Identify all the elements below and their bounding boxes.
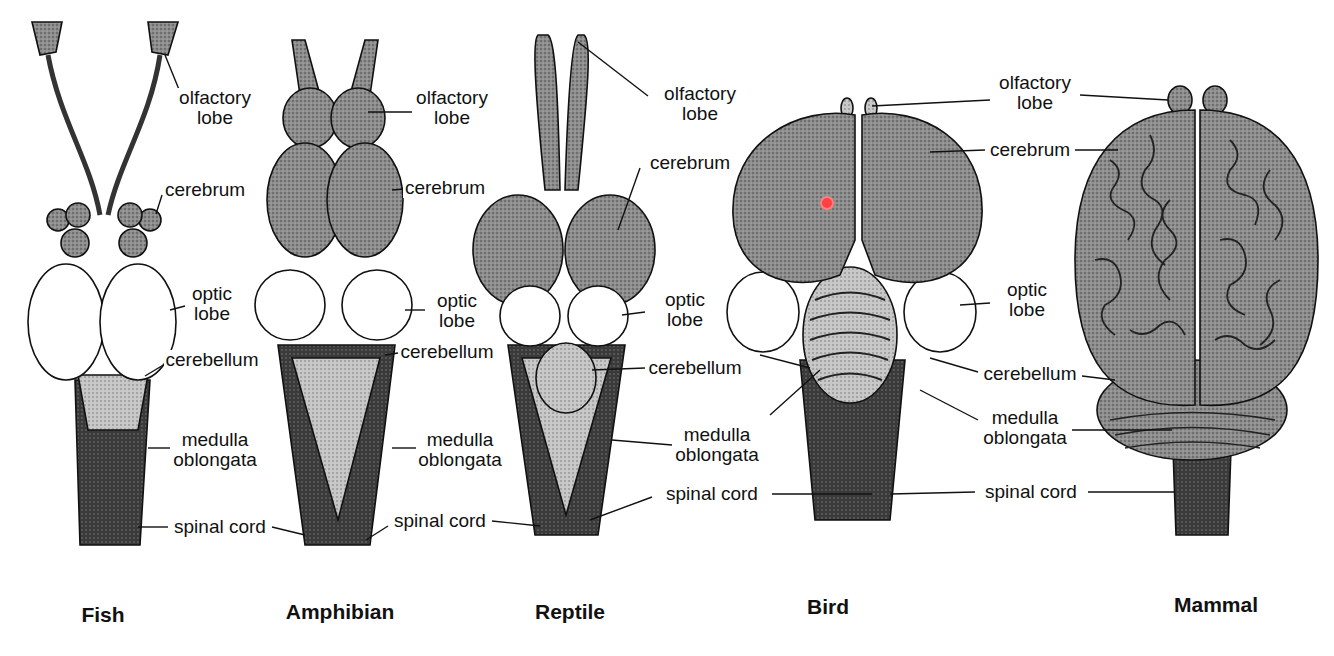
part-label: optic lobe bbox=[190, 284, 234, 324]
part-label: spinal cord bbox=[172, 517, 268, 537]
part-label: spinal cord bbox=[664, 484, 760, 504]
part-label: spinal cord bbox=[392, 511, 488, 531]
class-caption: Reptile bbox=[533, 601, 607, 623]
part-label: cerebrum bbox=[648, 153, 732, 173]
part-label: cerebellum bbox=[164, 350, 261, 370]
part-label: medulla oblongata bbox=[981, 408, 1068, 448]
part-label: optic lobe bbox=[663, 290, 707, 330]
part-label: cerebrum bbox=[163, 180, 247, 200]
red-dot bbox=[821, 197, 833, 209]
part-label: cerebrum bbox=[988, 140, 1072, 160]
part-label: cerebrum bbox=[403, 178, 487, 198]
part-label: olfactory lobe bbox=[997, 73, 1073, 113]
fish-brain bbox=[28, 22, 178, 545]
amphibian-brain bbox=[255, 40, 412, 545]
class-caption: Fish bbox=[79, 604, 126, 626]
part-label: olfactory lobe bbox=[177, 88, 253, 128]
part-label: olfactory lobe bbox=[662, 84, 738, 124]
part-label: optic lobe bbox=[1005, 280, 1049, 320]
leader-lines bbox=[138, 42, 1175, 540]
part-label: cerebellum bbox=[982, 364, 1079, 384]
class-caption: Amphibian bbox=[284, 601, 397, 623]
class-caption: Bird bbox=[805, 596, 851, 618]
part-label: spinal cord bbox=[983, 482, 1079, 502]
part-label: cerebellum bbox=[647, 358, 744, 378]
bird-brain bbox=[727, 98, 982, 520]
part-label: medulla oblongata bbox=[673, 425, 760, 465]
mammal-brain bbox=[1075, 86, 1318, 535]
part-label: medulla oblongata bbox=[416, 430, 503, 470]
part-label: olfactory lobe bbox=[414, 88, 490, 128]
part-label: cerebellum bbox=[399, 342, 496, 362]
part-label: medulla oblongata bbox=[171, 430, 258, 470]
part-label: optic lobe bbox=[435, 291, 479, 331]
class-caption: Mammal bbox=[1172, 594, 1260, 616]
